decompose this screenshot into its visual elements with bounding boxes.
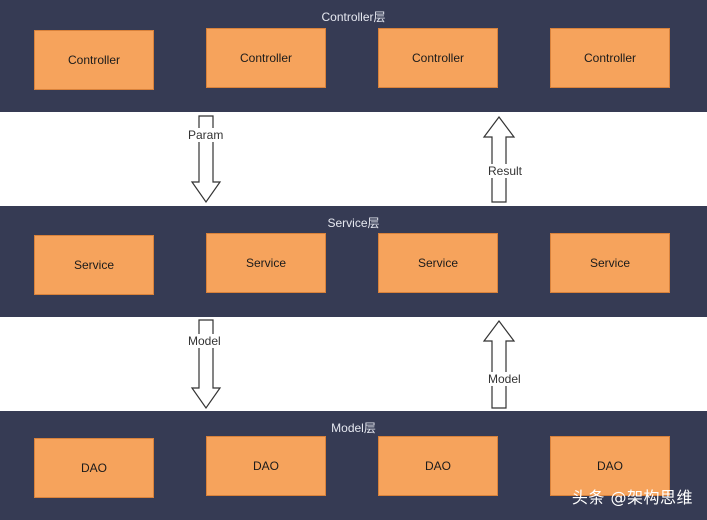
service-layer: Service层 Service Service Service Service (0, 206, 707, 317)
result-label: Result (487, 164, 524, 178)
controller-layer: Controller层 Controller Controller Contro… (0, 0, 707, 112)
service-box-3: Service (378, 233, 498, 293)
dao-box-4: DAO (550, 436, 670, 496)
model-down-label: Model (187, 334, 222, 348)
controller-box-3: Controller (378, 28, 498, 88)
model-layer: Model层 DAO DAO DAO DAO (0, 411, 707, 520)
dao-box-1: DAO (34, 438, 154, 498)
controller-layer-title: Controller层 (321, 10, 386, 24)
service-box-1: Service (34, 235, 154, 295)
controller-box-4: Controller (550, 28, 670, 88)
param-label: Param (187, 128, 225, 142)
model-layer-title: Model层 (331, 421, 376, 435)
service-layer-title: Service层 (327, 216, 380, 230)
dao-box-2: DAO (206, 436, 326, 496)
service-box-4: Service (550, 233, 670, 293)
service-box-2: Service (206, 233, 326, 293)
dao-box-3: DAO (378, 436, 498, 496)
up-arrow-result-icon (482, 116, 516, 203)
controller-box-1: Controller (34, 30, 154, 90)
up-arrow-model-icon (482, 320, 516, 409)
watermark: 头条 @架构思维 (571, 488, 693, 507)
model-up-label: Model (487, 372, 522, 386)
controller-box-2: Controller (206, 28, 326, 88)
